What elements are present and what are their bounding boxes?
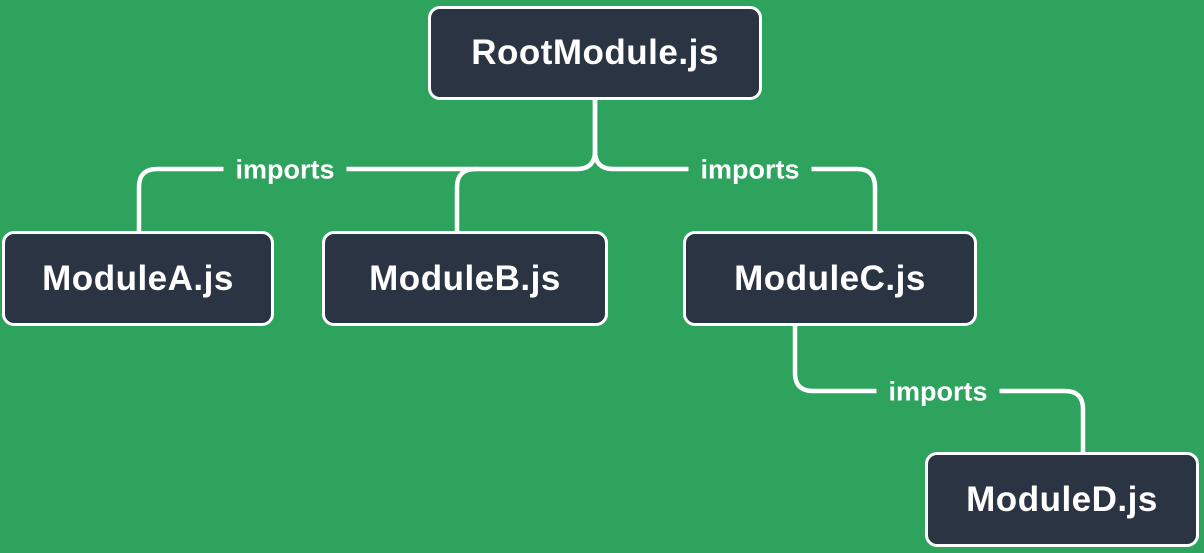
edge-label-imports-bottom: imports: [876, 376, 1000, 408]
edge-label-imports-left: imports: [223, 154, 347, 186]
node-modulec: ModuleC.js: [683, 231, 977, 326]
connector-root-to-moduleb: [454, 166, 479, 234]
node-modulea: ModuleA.js: [2, 231, 274, 326]
node-moduled-label: ModuleD.js: [966, 479, 1158, 519]
connector-root-to-modulea: [136, 97, 598, 234]
node-moduled: ModuleD.js: [925, 452, 1199, 547]
node-moduleb-label: ModuleB.js: [369, 258, 561, 298]
edge-label-imports-right: imports: [688, 154, 812, 186]
node-moduleb: ModuleB.js: [322, 231, 608, 326]
node-rootmodule-label: RootModule.js: [471, 33, 719, 72]
node-modulec-label: ModuleC.js: [734, 258, 926, 298]
node-modulea-label: ModuleA.js: [42, 258, 234, 298]
node-rootmodule: RootModule.js: [428, 6, 762, 100]
